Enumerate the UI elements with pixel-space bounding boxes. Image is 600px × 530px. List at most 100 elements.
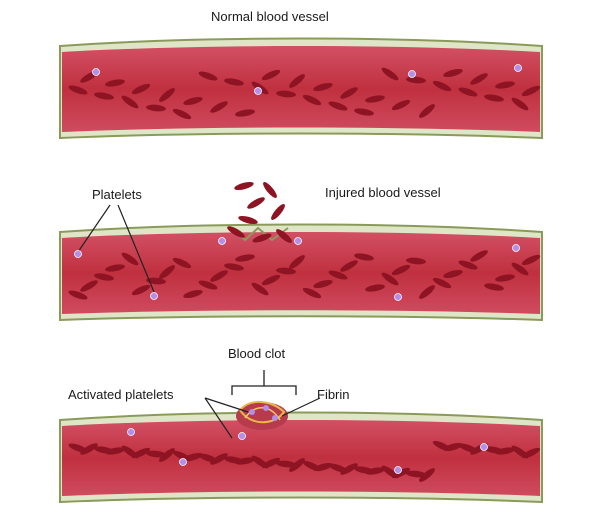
red-blood-cell — [227, 226, 245, 238]
leader-lines — [77, 204, 321, 439]
platelet — [179, 458, 187, 466]
red-blood-cell — [94, 273, 114, 281]
red-blood-cell — [302, 287, 322, 299]
red-blood-cell — [495, 274, 515, 282]
red-blood-cell — [443, 269, 463, 279]
red-blood-cell — [131, 284, 151, 296]
red-blood-cell — [340, 463, 358, 475]
red-blood-cell — [131, 83, 151, 95]
red-blood-cell — [210, 270, 228, 282]
red-blood-cell — [183, 289, 203, 299]
red-blood-cell — [94, 92, 114, 100]
red-blood-cell — [365, 467, 385, 475]
red-blood-cell — [289, 458, 305, 472]
platelet — [92, 68, 100, 76]
red-blood-cell — [247, 197, 265, 209]
red-blood-cell — [261, 69, 281, 81]
platelet — [218, 237, 226, 245]
red-blood-cell — [354, 253, 374, 261]
red-blood-cell — [313, 82, 333, 92]
label-platelets: Platelets — [92, 187, 142, 202]
red-blood-cell — [511, 262, 529, 276]
red-blood-cell — [419, 104, 435, 118]
red-blood-cell — [443, 68, 463, 78]
blood-clot-bracket — [231, 370, 297, 395]
red-blood-cell — [261, 457, 281, 469]
red-blood-cell — [313, 279, 333, 289]
red-blood-cell — [198, 280, 218, 290]
platelet — [408, 70, 416, 78]
red-blood-cell — [183, 452, 203, 462]
red-blood-cell — [235, 109, 255, 117]
red-blood-cell — [340, 87, 358, 99]
clotted-blood-vessel — [59, 411, 543, 504]
red-blood-cell — [68, 290, 88, 300]
blood-clot — [236, 401, 288, 430]
platelet — [514, 64, 522, 72]
red-blood-cell — [261, 274, 281, 286]
platelet — [394, 466, 402, 474]
red-blood-cell — [406, 76, 426, 84]
platelet — [127, 428, 135, 436]
red-blood-cell — [419, 468, 435, 482]
red-blood-cell — [391, 99, 411, 111]
red-blood-cell — [328, 270, 348, 280]
red-blood-cell — [289, 255, 305, 269]
red-blood-cell — [458, 87, 478, 97]
red-blood-cell — [354, 108, 374, 116]
red-blood-cell — [234, 181, 254, 191]
red-blood-cell — [121, 252, 139, 266]
red-blood-cell — [131, 447, 151, 459]
red-blood-cell — [172, 257, 192, 269]
red-blood-cell — [391, 467, 411, 479]
red-blood-cell — [302, 94, 322, 106]
red-blood-cell — [183, 96, 203, 106]
label-fibrin: Fibrin — [317, 387, 350, 402]
red-blood-cell — [146, 277, 166, 285]
platelet — [74, 250, 82, 258]
red-blood-cell — [521, 447, 541, 459]
red-blood-cell — [224, 263, 244, 271]
red-blood-cell — [406, 257, 426, 265]
label-activated-platelets: Activated platelets — [68, 387, 174, 402]
red-blood-cell — [328, 101, 348, 111]
red-blood-cell — [146, 450, 166, 458]
red-blood-cell — [381, 272, 399, 286]
red-blood-cells — [68, 67, 541, 120]
red-blood-cell — [210, 101, 228, 113]
red-blood-cell — [340, 260, 358, 272]
red-blood-cell — [432, 277, 452, 289]
red-blood-cell — [121, 95, 139, 109]
red-blood-cell — [105, 447, 125, 455]
red-blood-cell — [276, 267, 296, 275]
red-blood-cell — [419, 285, 435, 299]
platelet — [394, 293, 402, 301]
red-blood-cell — [521, 85, 541, 97]
red-blood-cell — [238, 215, 258, 225]
red-blood-cell — [105, 264, 125, 272]
red-blood-cell — [235, 457, 255, 465]
platelet — [150, 292, 158, 300]
red-blood-cell — [159, 265, 175, 279]
red-blood-cell — [521, 254, 541, 266]
platelet — [512, 244, 520, 252]
red-blood-cell — [289, 74, 305, 88]
red-blood-cell — [432, 80, 452, 92]
red-blood-cell — [484, 283, 504, 291]
red-blood-cell — [276, 229, 292, 243]
red-blood-cells — [68, 250, 541, 300]
red-blood-cell — [172, 108, 192, 120]
red-blood-cell — [365, 284, 385, 292]
red-blood-cell — [443, 442, 463, 452]
red-blood-cell — [271, 204, 285, 220]
red-blood-cell — [198, 71, 218, 81]
red-blood-cell — [105, 79, 125, 87]
platelet — [294, 237, 302, 245]
red-blood-cells — [68, 440, 541, 482]
red-blood-cell — [511, 97, 529, 111]
red-blood-cell — [210, 453, 228, 465]
red-blood-cell — [484, 94, 504, 102]
red-blood-cell — [495, 81, 515, 89]
label-injured-blood-vessel: Injured blood vessel — [325, 185, 441, 200]
red-blood-cell — [80, 280, 98, 292]
